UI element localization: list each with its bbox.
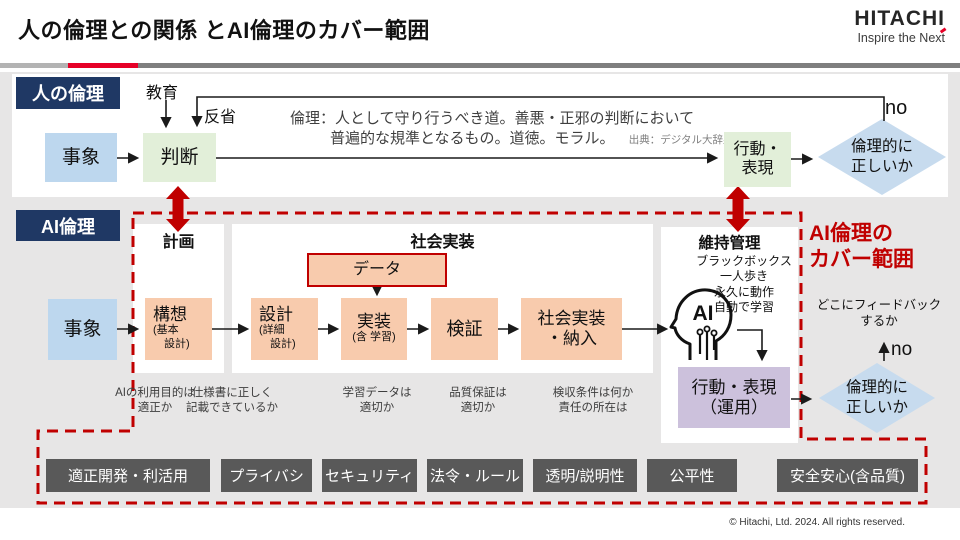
page-title: 人の倫理との関係 とAI倫理のカバー範囲 (18, 18, 430, 43)
sekkei-box-main: 設計 (259, 305, 293, 325)
koso-box: 構想 (基本 設計) (145, 298, 212, 360)
caption-nonyu: 検収条件は何か 責任の所在は (552, 387, 634, 414)
event-box-human: 事象 (45, 133, 117, 182)
no-label-ai: no (891, 339, 913, 360)
principle-privacy: プライバシ (221, 459, 312, 492)
blackbox-notes: ブラックボックス 一人歩き 永久に動作 自動で学習 (696, 254, 792, 315)
data-box: データ (307, 253, 447, 287)
coverage-range-label: AI倫理の カバー範囲 (809, 222, 914, 272)
caption-kensho: 品質保証は 適切か (449, 387, 507, 414)
feedback-question: どこにフィードバック するか (816, 298, 942, 329)
education-label: 教育 (146, 85, 179, 102)
ethics-definition-line1: 倫理：人として守り行うべき道。善悪・正邪の判断において (290, 110, 695, 127)
nonyu-box: 社会実装 ・納入 (521, 298, 622, 360)
kensho-box: 検証 (431, 298, 498, 360)
unyo-box: 行動・表現 （運用） (678, 367, 790, 428)
koso-box-sub: (基本 設計) (153, 324, 190, 350)
ethics-definition-line2: 普遍的な規準となるもの。道徳。モラル。 出典：デジタル大辞泉 (330, 127, 734, 148)
principle-proper-development: 適正開発・利活用 (46, 459, 210, 492)
principle-law-rules: 法令・ルール (427, 459, 523, 492)
plan-header: 計画 (162, 234, 195, 251)
koso-box-main: 構想 (153, 305, 187, 325)
action-box-human: 行動・ 表現 (724, 132, 791, 187)
divider-red (68, 63, 138, 68)
jisso-box-sub: (含 学習) (352, 331, 396, 344)
ethics-check-diamond-human-text: 倫理的に 正しいか (850, 137, 913, 175)
principle-safety: 安全安心(含品質) (777, 459, 918, 492)
ethics-definition-source: 出典：デジタル大辞泉 (628, 134, 734, 146)
copyright-footer: © Hitachi, Ltd. 2024. All rights reserve… (729, 517, 905, 528)
ai-ethics-label: AI倫理 (16, 210, 120, 241)
ethics-check-diamond-ai-text: 倫理的に 正しいか (845, 378, 908, 416)
jisso-box: 実装 (含 学習) (341, 298, 407, 360)
ethics-definition-line2-text: 普遍的な規準となるもの。道徳。モラル。 (330, 130, 615, 147)
human-ethics-label: 人の倫理 (16, 77, 120, 109)
no-label-human: no (885, 97, 908, 119)
jisso-box-main: 実装 (357, 312, 391, 332)
hitachi-wordmark: HITACHI (854, 7, 945, 30)
principle-security: セキュリティ (322, 459, 417, 492)
sekkei-box-sub: (詳細 設計) (259, 324, 296, 350)
principle-fairness: 公平性 (647, 459, 737, 492)
event-box-ai: 事象 (48, 299, 117, 360)
caption-sekkei: 仕様書に正しく 記載できているか (186, 387, 278, 414)
judgment-box: 判断 (143, 133, 216, 182)
maintenance-header: 維持管理 (698, 235, 761, 252)
caption-jisso: 学習データは 適切か (342, 387, 412, 414)
reflection-label: 反省 (204, 109, 237, 126)
implementation-header: 社会実装 (410, 234, 475, 251)
principle-transparency: 透明/説明性 (533, 459, 637, 492)
sekkei-box: 設計 (詳細 設計) (251, 298, 318, 360)
hitachi-tagline-text: Inspire the Next (857, 31, 945, 46)
hitachi-logo: HITACHI Inspire the Next (854, 7, 947, 47)
caption-plan: AIの利用目的は 適正か (115, 387, 195, 414)
divider-right (138, 63, 960, 68)
hitachi-tagline: Inspire the Next (857, 27, 947, 46)
divider-left (0, 63, 68, 68)
